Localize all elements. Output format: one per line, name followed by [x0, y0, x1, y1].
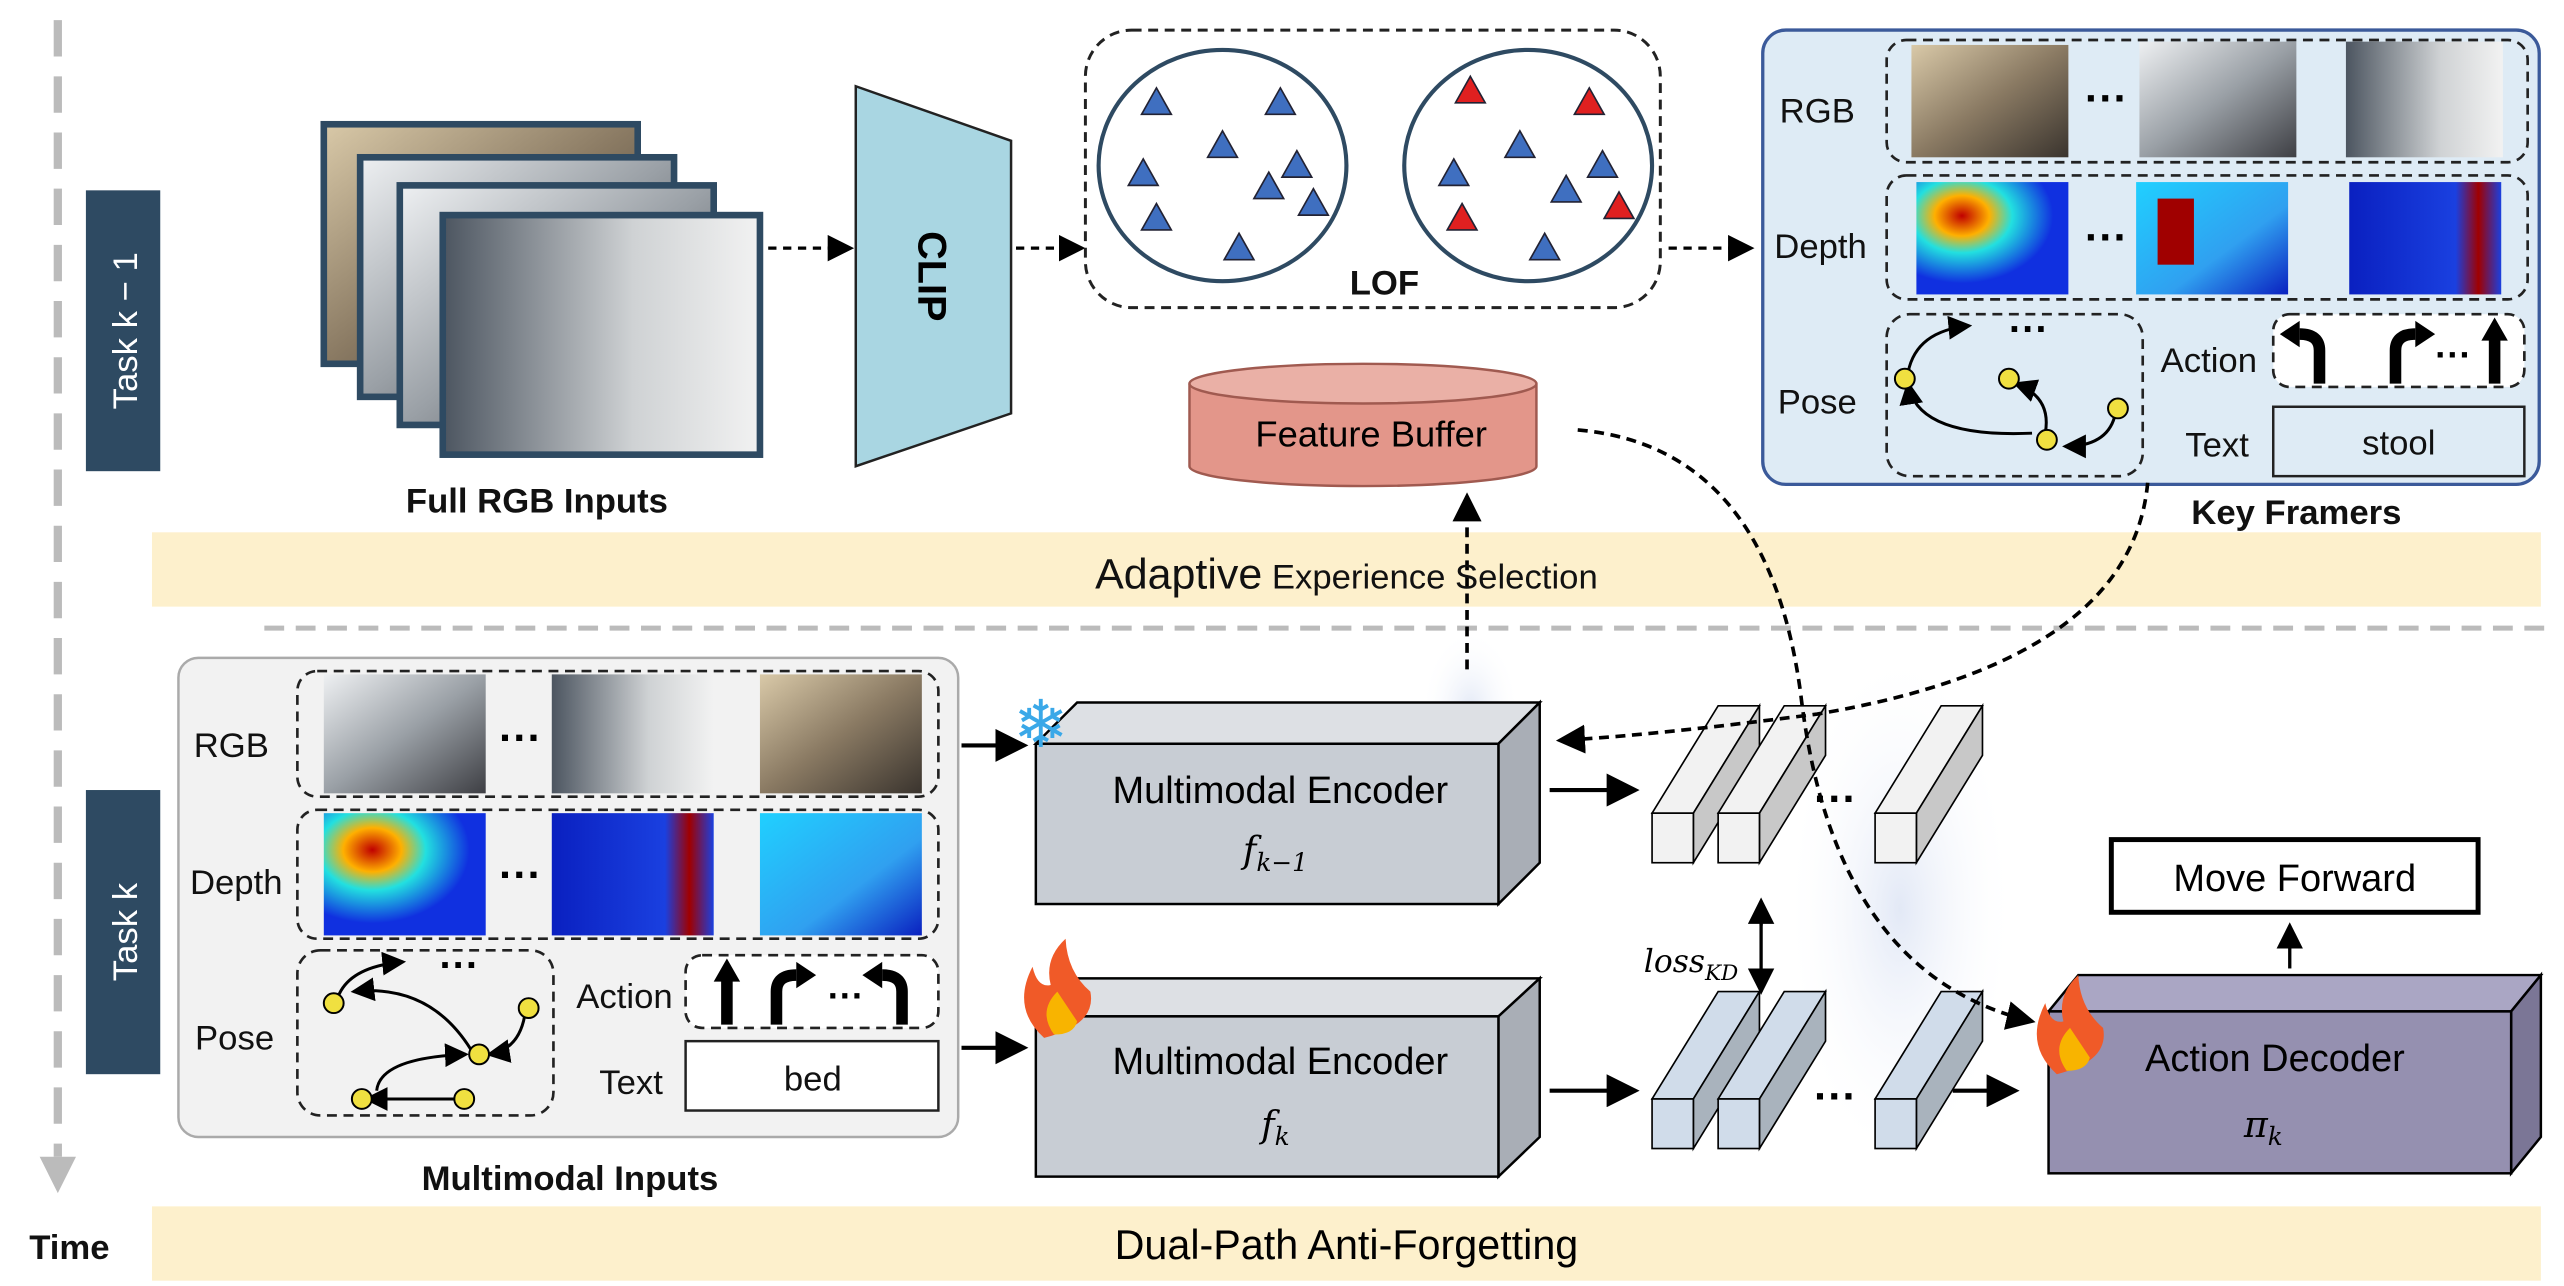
- multimodal-inputs-label: Multimodal Inputs: [422, 1160, 719, 1198]
- kf-rgb-label: RGB: [1780, 93, 1855, 131]
- inlier-point: [1528, 231, 1561, 261]
- teacher-feature-blocks: [1650, 702, 1984, 866]
- inlier-point: [1297, 186, 1330, 216]
- lof-box: LOF: [1083, 28, 1662, 310]
- svg-text:Action Decoder: Action Decoder: [2145, 1038, 2405, 1080]
- feature-block: [1873, 988, 1984, 1152]
- lof-label: LOF: [1350, 264, 1419, 302]
- input-depth-label: Depth: [190, 864, 283, 902]
- feature-block: [1716, 988, 1828, 1152]
- inlier-point: [1222, 231, 1256, 261]
- svg-text:···: ···: [439, 943, 479, 987]
- kf-action-label: Action: [2161, 342, 2257, 380]
- input-depth-frame: [759, 813, 922, 936]
- inlier-point: [1264, 86, 1297, 116]
- input-text-label: Text: [599, 1064, 663, 1102]
- feature-block: [1650, 702, 1761, 866]
- task-current-label: Task k: [107, 882, 145, 981]
- input-rgb-label: RGB: [194, 727, 269, 765]
- inlier-point: [1549, 173, 1583, 203]
- outlier-point: [1454, 74, 1487, 104]
- svg-text:···: ···: [499, 851, 542, 899]
- action-arrows-icon: [721, 969, 908, 1025]
- timeline-arrowhead: [39, 1156, 76, 1194]
- output-action-box: [2108, 837, 2481, 915]
- kf-pose-label: Pose: [1778, 383, 1857, 421]
- input-text-value: bed: [784, 1061, 842, 1099]
- inlier-point: [1503, 129, 1537, 159]
- svg-text:Multimodal Encoder: Multimodal Encoder: [1113, 1041, 1449, 1083]
- kf-rgb-frame: [2345, 41, 2503, 158]
- inlier-point: [1206, 129, 1239, 159]
- input-pose-label: Pose: [195, 1019, 274, 1057]
- task-previous-box: Task k − 1: [85, 190, 161, 472]
- outlier-point: [1602, 190, 1636, 220]
- keyframes-to-encoder-arrow: [1555, 482, 2150, 754]
- trainable-encoder: Multimodal Encoder fk: [1024, 938, 1543, 1180]
- action-arrows-icon: [2299, 328, 2501, 384]
- svg-text:···: ···: [828, 975, 864, 1016]
- svg-text:···: ···: [2085, 75, 2128, 123]
- flame-icon: [2036, 975, 2104, 1075]
- kf-text-label: Text: [2185, 426, 2249, 464]
- inlier-point: [1437, 157, 1471, 187]
- output-action-label: Move Forward: [2173, 858, 2416, 900]
- adaptive-experience-label: Adaptive Experience Selection: [1095, 550, 1598, 598]
- full-rgb-stack: [320, 120, 764, 458]
- flame-icon: [1024, 938, 1092, 1038]
- kd-loss-label: lossKD: [1644, 944, 1738, 986]
- input-rgb-frame: [551, 674, 714, 794]
- svg-text:···: ···: [2085, 213, 2128, 261]
- adaptive-experience-band: [151, 532, 2541, 607]
- feature-buffer-label: Feature Buffer: [1255, 413, 1487, 454]
- outlier-point: [1573, 86, 1606, 116]
- input-depth-frame: [551, 813, 714, 936]
- multimodal-inputs-panel: RGB ··· Depth ··· Pose ··· Action ·: [177, 656, 960, 1139]
- dual-path-label: Dual-Path Anti-Forgetting: [1115, 1222, 1579, 1268]
- time-label: Time: [29, 1229, 109, 1267]
- task-current-box: Task k: [85, 790, 161, 1075]
- frozen-encoder: Multimodal Encoder fk−1 ❄: [1013, 688, 1543, 908]
- svg-text:···: ···: [1814, 1073, 1857, 1121]
- full-rgb-label: Full RGB Inputs: [406, 482, 668, 520]
- dual-path-band: [151, 1206, 2541, 1281]
- kf-text-value: stool: [2362, 425, 2435, 463]
- input-depth-frame: [323, 813, 486, 936]
- input-action-label: Action: [576, 978, 672, 1016]
- feature-buffer: Feature Buffer: [1188, 362, 1538, 488]
- svg-text:···: ···: [499, 714, 542, 762]
- svg-text:πk: πk: [2243, 1103, 2283, 1151]
- feature-block: [1873, 702, 1984, 866]
- inlier-point: [1126, 157, 1160, 187]
- clip-label: CLIP: [910, 231, 954, 321]
- input-rgb-frame: [323, 674, 486, 794]
- svg-text:···: ···: [2009, 307, 2049, 351]
- key-framers-panel: RGB ··· Depth ··· Pose ··· Action ···: [1761, 28, 2541, 487]
- key-framers-label: Key Framers: [2191, 494, 2401, 532]
- kf-rgb-frame: [1911, 44, 2069, 158]
- clip-encoder: CLIP: [854, 84, 1013, 468]
- svg-text:fk−1: fk−1: [1240, 829, 1308, 877]
- inlier-point: [1252, 170, 1286, 200]
- inlier-point: [1140, 86, 1173, 116]
- action-decoder: Action Decoder πk: [2036, 971, 2544, 1177]
- lof-points: [1126, 74, 1636, 261]
- inlier-point: [1280, 149, 1314, 178]
- task-previous-label: Task k − 1: [107, 252, 145, 409]
- student-feature-blocks: [1650, 988, 1984, 1152]
- svg-text:···: ···: [2435, 334, 2471, 375]
- inlier-point: [1586, 149, 1619, 178]
- snowflake-icon: ❄: [1013, 688, 1068, 762]
- kf-rgb-frame: [2139, 41, 2297, 158]
- kf-depth-frame: [2349, 182, 2502, 295]
- input-rgb-frame: [759, 674, 922, 794]
- kf-depth-label: Depth: [1774, 228, 1867, 266]
- inlier-point: [1140, 201, 1173, 231]
- kf-depth-frame: [1916, 182, 2069, 295]
- outlier-point: [1445, 201, 1479, 231]
- svg-text:Multimodal Encoder: Multimodal Encoder: [1113, 770, 1449, 812]
